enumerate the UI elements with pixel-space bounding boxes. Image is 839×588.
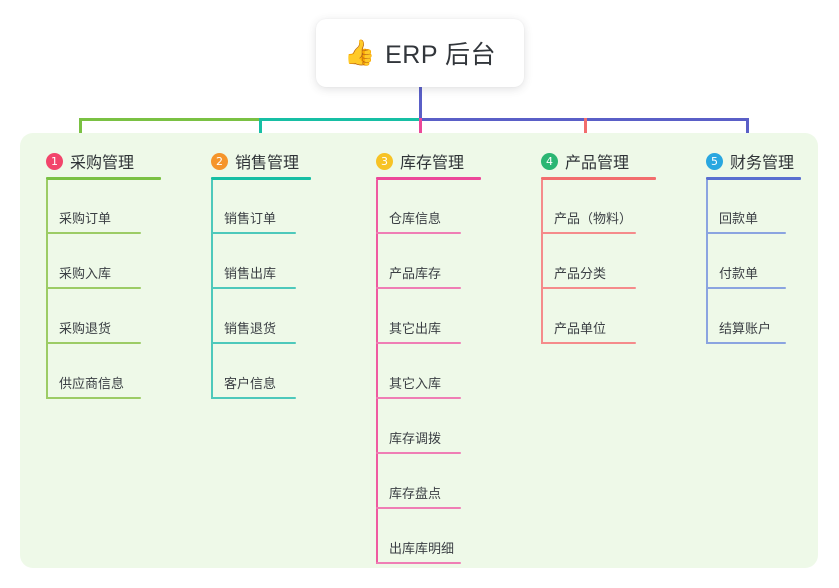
leaf-label: 产品单位: [554, 321, 607, 336]
branch-title-1: 采购管理: [70, 155, 135, 172]
leaf-item[interactable]: 结算账户: [706, 307, 786, 344]
leaf-rule: [376, 397, 461, 399]
branch-spine-3: [376, 180, 378, 564]
leaf-item[interactable]: 客户信息: [211, 362, 296, 399]
leaf-rule: [541, 232, 636, 234]
leaf-label: 销售出库: [224, 266, 277, 281]
leaf-rule: [706, 342, 786, 344]
leaf-item[interactable]: 出库库明细: [376, 527, 461, 564]
leaf-item[interactable]: 采购退货: [46, 307, 141, 344]
branch-header-1[interactable]: 1 采购管理: [33, 148, 134, 174]
leaf-item[interactable]: 销售订单: [211, 197, 296, 234]
leaf-rule: [376, 342, 461, 344]
leaf-label: 产品（物料）: [554, 211, 633, 226]
leaf-item[interactable]: 回款单: [706, 197, 786, 234]
leaf-item[interactable]: 付款单: [706, 252, 786, 289]
leaf-item[interactable]: 库存盘点: [376, 472, 461, 509]
leaf-label: 库存盘点: [389, 486, 442, 501]
leaf-rule: [211, 397, 296, 399]
branch-badge-4: 4: [541, 152, 558, 170]
leaf-label: 出库库明细: [389, 541, 455, 556]
leaf-rule: [46, 342, 141, 344]
leaf-label: 结算账户: [719, 321, 772, 336]
leaf-item[interactable]: 采购订单: [46, 197, 141, 234]
branch-badge-5: 5: [706, 152, 723, 170]
branch-badge-2: 2: [211, 152, 228, 170]
leaf-item[interactable]: 产品单位: [541, 307, 636, 344]
leaf-label: 销售订单: [224, 211, 277, 226]
branch-header-4[interactable]: 4 产品管理: [528, 148, 629, 174]
branch-spine-2: [211, 180, 213, 399]
leaf-rule: [211, 342, 296, 344]
leaf-item[interactable]: 供应商信息: [46, 362, 141, 399]
leaf-rule: [211, 232, 296, 234]
leaf-label: 采购入库: [59, 266, 112, 281]
branch-spine-1: [46, 180, 48, 399]
leaf-item[interactable]: 销售出库: [211, 252, 296, 289]
branch-badge-3: 3: [376, 152, 393, 170]
leaf-rule: [211, 287, 296, 289]
leaf-label: 产品库存: [389, 266, 442, 281]
branch-header-5[interactable]: 5 财务管理: [693, 148, 794, 174]
leaf-item[interactable]: 采购入库: [46, 252, 141, 289]
diagram-panel: [20, 133, 818, 568]
branch-title-4: 产品管理: [565, 155, 630, 172]
leaf-rule: [541, 342, 636, 344]
branch-rule-2: [211, 177, 311, 180]
leaf-label: 供应商信息: [59, 376, 125, 391]
root-title: ERP 后台: [385, 41, 497, 69]
leaf-item[interactable]: 销售退货: [211, 307, 296, 344]
leaf-item[interactable]: 仓库信息: [376, 197, 461, 234]
leaf-label: 销售退货: [224, 321, 277, 336]
leaf-rule: [376, 287, 461, 289]
branch-rule-5: [706, 177, 801, 180]
leaf-item[interactable]: 产品（物料）: [541, 197, 636, 234]
leaf-rule: [46, 287, 141, 289]
leaf-rule: [376, 507, 461, 509]
branch-spine-4: [541, 180, 543, 344]
thumbs-up-icon: 👍: [343, 38, 376, 67]
leaf-rule: [376, 562, 461, 564]
branch-badge-1: 1: [46, 152, 63, 170]
branch-rule-1: [46, 177, 161, 180]
leaf-item[interactable]: 其它出库: [376, 307, 461, 344]
branch-spine-5: [706, 180, 708, 344]
branch-title-2: 销售管理: [235, 155, 300, 172]
leaf-rule: [706, 287, 786, 289]
leaf-rule: [46, 232, 141, 234]
leaf-rule: [706, 232, 786, 234]
branch-header-3[interactable]: 3 库存管理: [363, 148, 464, 174]
leaf-label: 其它出库: [389, 321, 442, 336]
leaf-item[interactable]: 其它入库: [376, 362, 461, 399]
leaf-label: 其它入库: [389, 376, 442, 391]
leaf-label: 客户信息: [224, 376, 277, 391]
leaf-label: 库存调拨: [389, 431, 442, 446]
branch-header-2[interactable]: 2 销售管理: [198, 148, 299, 174]
leaf-item[interactable]: 产品库存: [376, 252, 461, 289]
branch-title-3: 库存管理: [400, 155, 465, 172]
leaf-label: 回款单: [719, 211, 759, 226]
branch-rule-4: [541, 177, 656, 180]
branch-rule-3: [376, 177, 481, 180]
leaf-label: 付款单: [719, 266, 759, 281]
leaf-label: 产品分类: [554, 266, 607, 281]
leaf-item[interactable]: 产品分类: [541, 252, 636, 289]
leaf-rule: [541, 287, 636, 289]
leaf-label: 采购订单: [59, 211, 112, 226]
leaf-label: 仓库信息: [389, 211, 442, 226]
leaf-rule: [46, 397, 141, 399]
root-node[interactable]: 👍 ERP 后台: [316, 19, 524, 87]
leaf-item[interactable]: 库存调拨: [376, 417, 461, 454]
branch-title-5: 财务管理: [730, 155, 795, 172]
leaf-rule: [376, 452, 461, 454]
leaf-label: 采购退货: [59, 321, 112, 336]
leaf-rule: [376, 232, 461, 234]
